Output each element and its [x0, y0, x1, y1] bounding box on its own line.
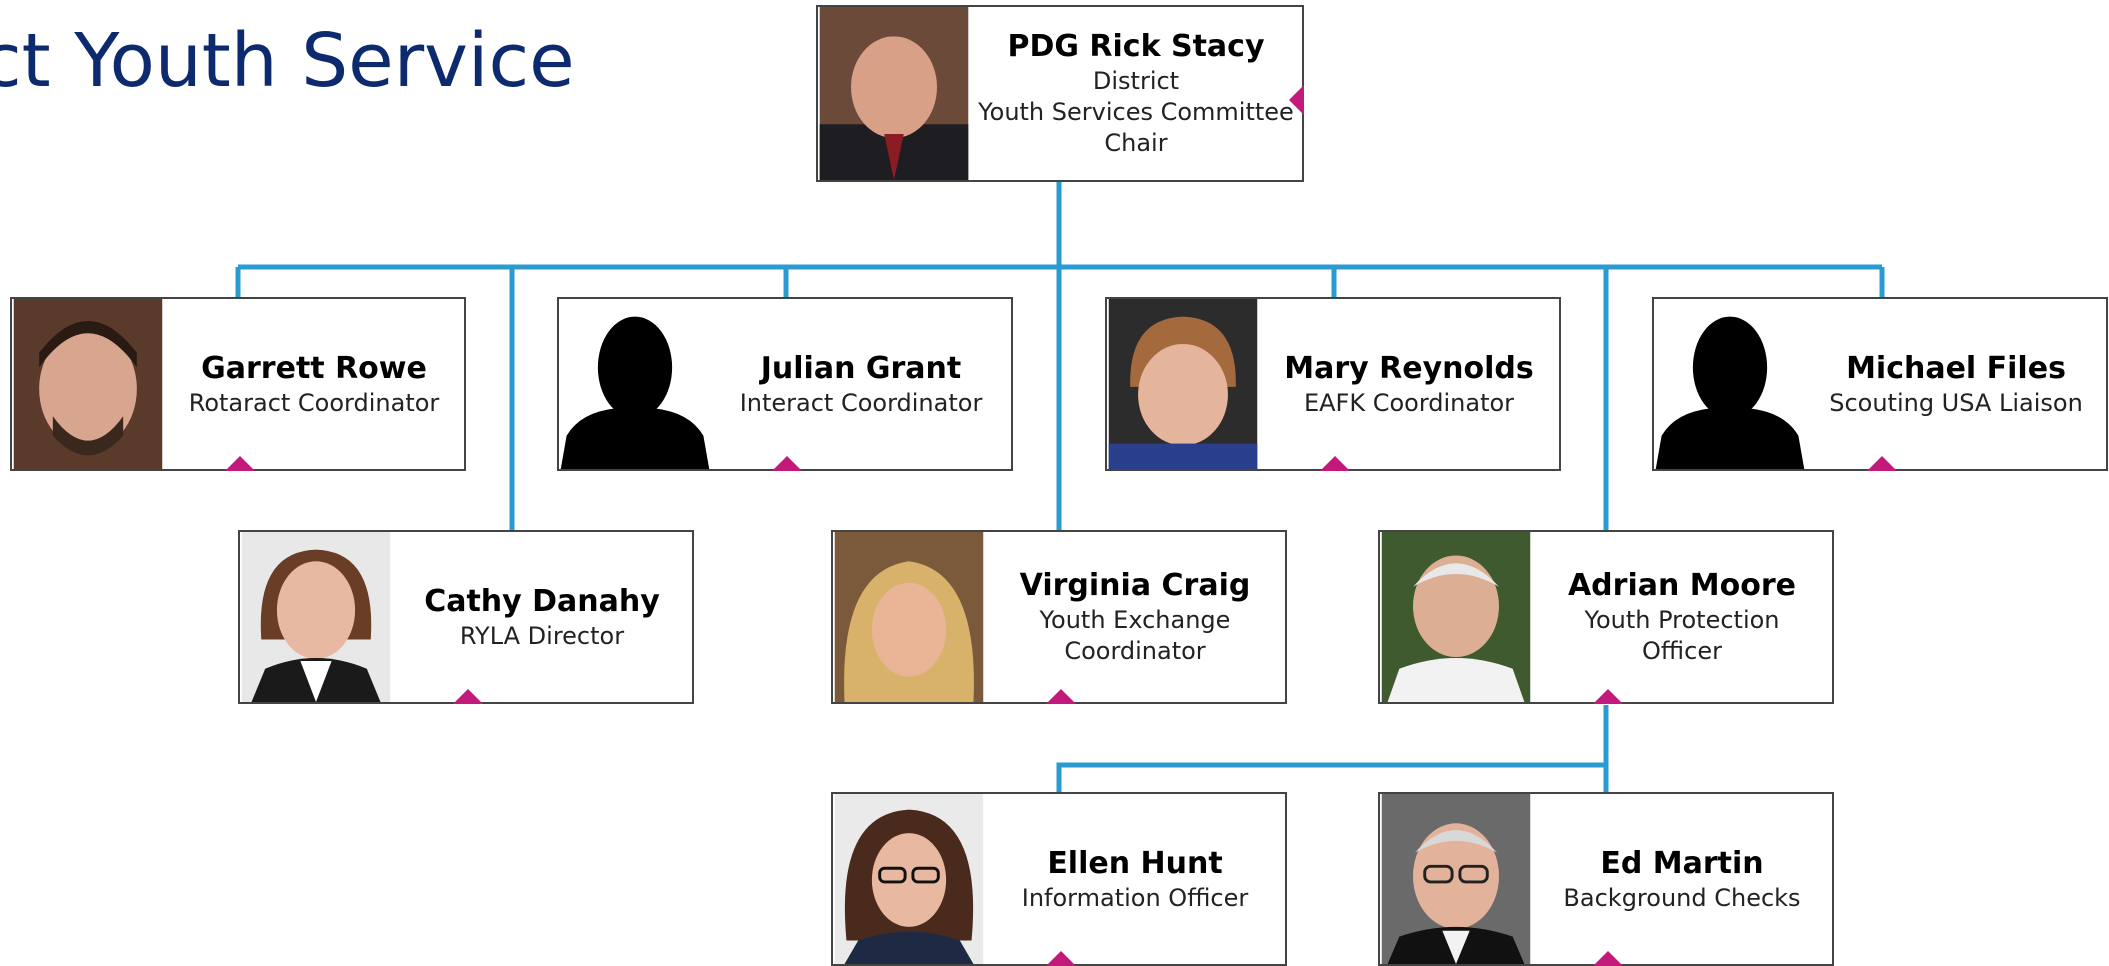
card-info: Adrian Moore Youth Protection Officer — [1532, 532, 1832, 702]
slide-title: rict Youth Service m — [0, 18, 575, 198]
person-name: Mary Reynolds — [1284, 350, 1534, 386]
expand-marker[interactable] — [1593, 951, 1623, 966]
person-photo-icon — [819, 7, 969, 180]
person-photo-icon — [1381, 532, 1531, 702]
expand-marker[interactable] — [772, 456, 802, 471]
person-photo-icon — [1381, 794, 1531, 964]
card-info: Julian Grant Interact Coordinator — [711, 299, 1011, 469]
person-role: Rotaract Coordinator — [188, 388, 440, 417]
photo-rick-stacy — [818, 7, 970, 180]
person-role: Interact Coordinator — [739, 388, 983, 417]
org-card-head[interactable]: PDG Rick Stacy District Youth Services C… — [816, 5, 1304, 182]
person-name: Julian Grant — [760, 350, 962, 386]
person-role: Information Officer — [1021, 883, 1249, 912]
person-photo-icon — [1108, 299, 1258, 469]
org-card-ed-martin[interactable]: Ed Martin Background Checks — [1378, 792, 1834, 966]
expand-marker[interactable] — [1046, 951, 1076, 966]
silhouette-icon — [560, 299, 710, 469]
person-role: EAFK Coordinator — [1303, 388, 1515, 417]
card-info: Michael Files Scouting USA Liaison — [1806, 299, 2106, 469]
card-info: Garrett Rowe Rotaract Coordinator — [164, 299, 464, 469]
photo-garrett-rowe — [12, 299, 164, 469]
card-info: Mary Reynolds EAFK Coordinator — [1259, 299, 1559, 469]
person-role: Youth Exchange Coordinator — [1039, 606, 1231, 665]
photo-julian-grant — [559, 299, 711, 469]
org-card-julian-grant[interactable]: Julian Grant Interact Coordinator — [557, 297, 1013, 471]
person-role: Youth Protection Officer — [1584, 606, 1780, 665]
org-card-virginia-craig[interactable]: Virginia Craig Youth Exchange Coordinato… — [831, 530, 1287, 704]
card-info: Cathy Danahy RYLA Director — [392, 532, 692, 702]
photo-adrian-moore — [1380, 532, 1532, 702]
person-role: Scouting USA Liaison — [1829, 388, 2083, 417]
person-name: Garrett Rowe — [201, 350, 427, 386]
org-card-mary-reynolds[interactable]: Mary Reynolds EAFK Coordinator — [1105, 297, 1561, 471]
org-card-michael-files[interactable]: Michael Files Scouting USA Liaison — [1652, 297, 2108, 471]
person-name: Virginia Craig — [1019, 568, 1251, 603]
person-role: District Youth Services Committee Chair — [978, 67, 1294, 157]
org-card-cathy-danahy[interactable]: Cathy Danahy RYLA Director — [238, 530, 694, 704]
person-name: Michael Files — [1846, 350, 2066, 386]
card-info: Ellen Hunt Information Officer — [985, 794, 1285, 964]
photo-michael-files — [1654, 299, 1806, 469]
person-photo-icon — [241, 532, 391, 702]
person-photo-icon — [13, 299, 163, 469]
card-info: Ed Martin Background Checks — [1532, 794, 1832, 964]
card-info: PDG Rick Stacy District Youth Services C… — [970, 7, 1302, 180]
person-name: Ellen Hunt — [1047, 845, 1223, 881]
person-photo-icon — [834, 532, 984, 702]
org-card-ellen-hunt[interactable]: Ellen Hunt Information Officer — [831, 792, 1287, 966]
person-name: Ed Martin — [1600, 845, 1764, 881]
photo-virginia-craig — [833, 532, 985, 702]
expand-marker[interactable] — [1320, 456, 1350, 471]
person-name: PDG Rick Stacy — [1007, 29, 1265, 64]
person-name: Adrian Moore — [1567, 568, 1797, 603]
photo-ellen-hunt — [833, 794, 985, 964]
card-info: Virginia Craig Youth Exchange Coordinato… — [985, 532, 1285, 702]
expand-marker[interactable] — [453, 689, 483, 704]
expand-marker[interactable] — [1593, 689, 1623, 704]
expand-marker[interactable] — [1867, 456, 1897, 471]
person-photo-icon — [834, 794, 984, 964]
photo-ed-martin — [1380, 794, 1532, 964]
photo-cathy-danahy — [240, 532, 392, 702]
expand-marker[interactable] — [1289, 85, 1304, 115]
person-role: Background Checks — [1563, 883, 1801, 912]
person-role: RYLA Director — [459, 621, 625, 650]
silhouette-icon — [1655, 299, 1805, 469]
person-name: Cathy Danahy — [424, 583, 660, 619]
expand-marker[interactable] — [1046, 689, 1076, 704]
photo-mary-reynolds — [1107, 299, 1259, 469]
org-card-adrian-moore[interactable]: Adrian Moore Youth Protection Officer — [1378, 530, 1834, 704]
expand-marker[interactable] — [225, 456, 255, 471]
org-card-garrett-rowe[interactable]: Garrett Rowe Rotaract Coordinator — [10, 297, 466, 471]
